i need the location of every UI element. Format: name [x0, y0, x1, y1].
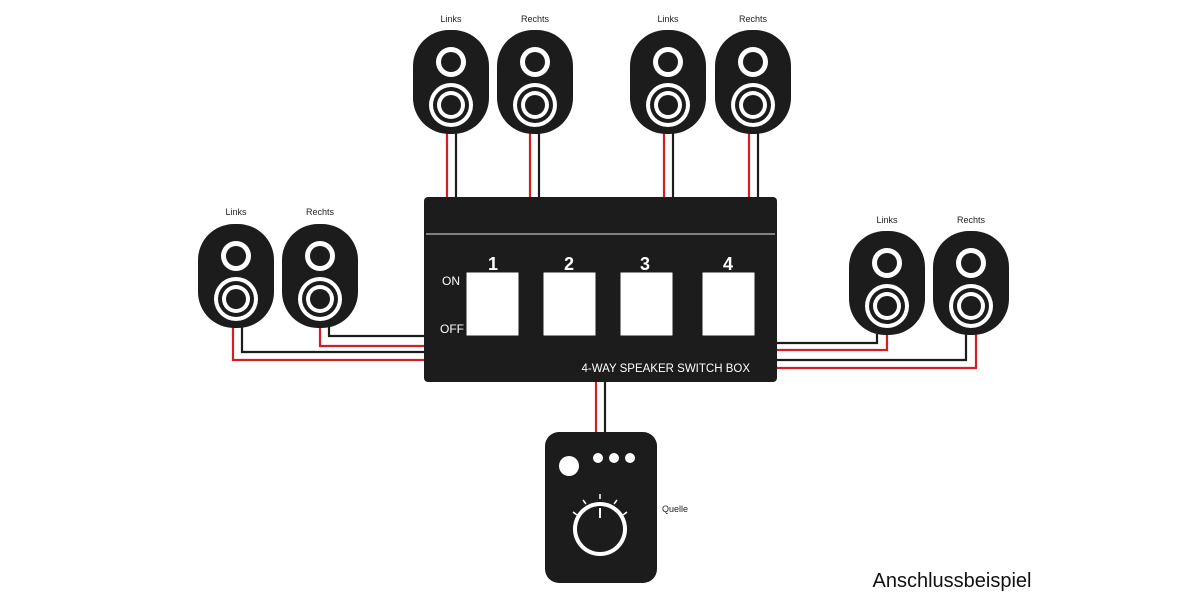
wire-red [231, 326, 426, 362]
switch-button-4[interactable] [701, 271, 756, 337]
speaker-left [630, 30, 706, 134]
speaker-left-label: Links [657, 14, 679, 24]
off-label: OFF [440, 322, 464, 336]
channel-number: 1 [488, 254, 498, 274]
indicator-light [593, 453, 603, 463]
speaker-right [715, 30, 791, 134]
source-label: Quelle [662, 504, 688, 514]
switch-button-2[interactable] [542, 271, 597, 337]
channel-number: 2 [564, 254, 574, 274]
switch-button-1[interactable] [465, 271, 520, 337]
wire-red [776, 334, 889, 352]
speaker-group-right: Links Rechts [849, 215, 1009, 335]
wire-black [327, 326, 426, 338]
indicator-light [609, 453, 619, 463]
indicator-light [625, 453, 635, 463]
speaker-left-label: Links [440, 14, 462, 24]
source-device: Quelle [545, 432, 688, 583]
switch-box-title: 4-WAY SPEAKER SWITCH BOX [582, 363, 751, 375]
wire-black [776, 334, 968, 362]
speaker-group-left: Links Rechts [198, 207, 358, 328]
speaker-right-label: Rechts [957, 215, 986, 225]
wire-red [318, 326, 426, 348]
speaker-right [933, 231, 1009, 335]
speaker-right-label: Rechts [306, 207, 335, 217]
channel-number: 4 [723, 254, 733, 274]
speaker-right-label: Rechts [521, 14, 550, 24]
channel-number: 3 [640, 254, 650, 274]
speaker-left [413, 30, 489, 134]
speaker-left-label: Links [225, 207, 247, 217]
speaker-group-top-1: Links Rechts [413, 14, 573, 134]
wire-red [776, 334, 978, 370]
speaker-left-label: Links [876, 215, 898, 225]
switch-box: ON OFF 1 2 3 4 4-WAY SPEAKER SWITCH BOX [424, 197, 777, 382]
speaker-group-top-2: Links Rechts [630, 14, 791, 134]
diagram-caption: Anschlussbeispiel [873, 570, 1032, 592]
speaker-right-label: Rechts [739, 14, 768, 24]
power-button[interactable] [559, 456, 579, 476]
speaker-right [282, 224, 358, 328]
speaker-right [497, 30, 573, 134]
wire-black [240, 326, 426, 354]
switch-button-3[interactable] [619, 271, 674, 337]
speaker-left [849, 231, 925, 335]
wires [231, 128, 978, 432]
wire-black [776, 334, 879, 345]
speaker-left [198, 224, 274, 328]
on-label: ON [442, 274, 460, 288]
volume-knob[interactable] [572, 494, 628, 556]
